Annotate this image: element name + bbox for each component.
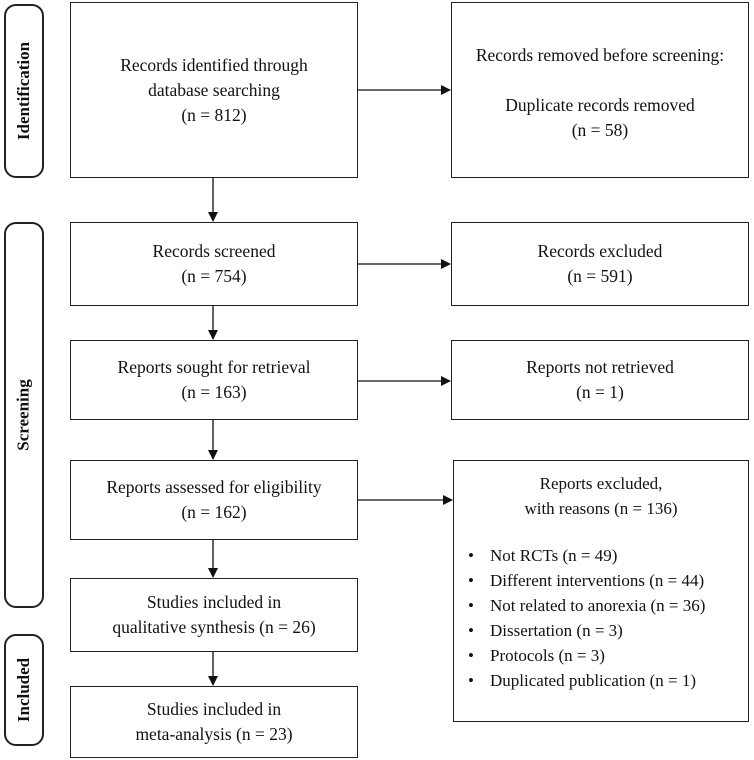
records-identified-line2: database searching — [148, 79, 280, 100]
phase-included: Included — [4, 634, 44, 746]
records-excluded-count: (n = 591) — [567, 266, 633, 286]
records-screened-count: (n = 754) — [181, 266, 247, 286]
records-screened-line1: Records screened — [152, 241, 276, 261]
exclusion-reason: Not RCTs (n = 49) — [468, 543, 748, 568]
exclusion-reason: Duplicated publication (n = 1) — [468, 668, 748, 693]
records-identified-line1: Records identified through — [120, 54, 308, 75]
phase-screening: Screening — [4, 222, 44, 608]
exclusion-reason: Protocols (n = 3) — [468, 643, 748, 668]
phase-identification: Identification — [4, 4, 44, 178]
reports-not-retrieved-line1: Reports not retrieved — [526, 357, 674, 377]
qualitative-synthesis-box: Studies included in qualitative synthesi… — [70, 578, 358, 652]
records-identified-count: (n = 812) — [181, 104, 247, 125]
reports-assessed-count: (n = 162) — [181, 502, 247, 522]
records-removed-line1: Records removed before screening: — [475, 45, 725, 65]
exclusion-reasons-list: Not RCTs (n = 49) Different intervention… — [454, 543, 748, 693]
qualitative-synthesis-line2: qualitative synthesis (n = 26) — [112, 617, 316, 637]
reports-sought-box: Reports sought for retrieval (n = 163) — [70, 340, 358, 420]
exclusion-reason: Different interventions (n = 44) — [468, 568, 748, 593]
meta-analysis-box: Studies included in meta-analysis (n = 2… — [70, 686, 358, 758]
meta-analysis-line1: Studies included in — [146, 699, 282, 719]
records-removed-count: (n = 58) — [571, 120, 629, 140]
reports-not-retrieved-box: Reports not retrieved (n = 1) — [451, 340, 749, 420]
reports-sought-count: (n = 163) — [181, 382, 247, 402]
reports-excluded-line2: with reasons (n = 136) — [524, 499, 678, 518]
reports-excluded-line1: Reports excluded, — [539, 474, 663, 493]
records-removed-line2: Duplicate records removed — [505, 95, 695, 115]
records-screened-box: Records screened (n = 754) — [70, 222, 358, 306]
meta-analysis-line2: meta-analysis (n = 23) — [135, 724, 293, 744]
reports-assessed-line1: Reports assessed for eligibility — [106, 477, 322, 497]
records-removed-box: Records removed before screening: Duplic… — [451, 2, 749, 178]
exclusion-reason: Not related to anorexia (n = 36) — [468, 593, 748, 618]
records-excluded-box: Records excluded (n = 591) — [451, 222, 749, 306]
reports-assessed-box: Reports assessed for eligibility (n = 16… — [70, 460, 358, 540]
reports-sought-line1: Reports sought for retrieval — [117, 357, 311, 377]
reports-not-retrieved-count: (n = 1) — [576, 382, 624, 402]
records-identified-box: Records identified through database sear… — [70, 2, 358, 178]
qualitative-synthesis-line1: Studies included in — [146, 592, 282, 612]
exclusion-reason: Dissertation (n = 3) — [468, 618, 748, 643]
records-excluded-line1: Records excluded — [537, 241, 663, 261]
reports-excluded-box: Reports excluded, with reasons (n = 136)… — [453, 460, 749, 722]
